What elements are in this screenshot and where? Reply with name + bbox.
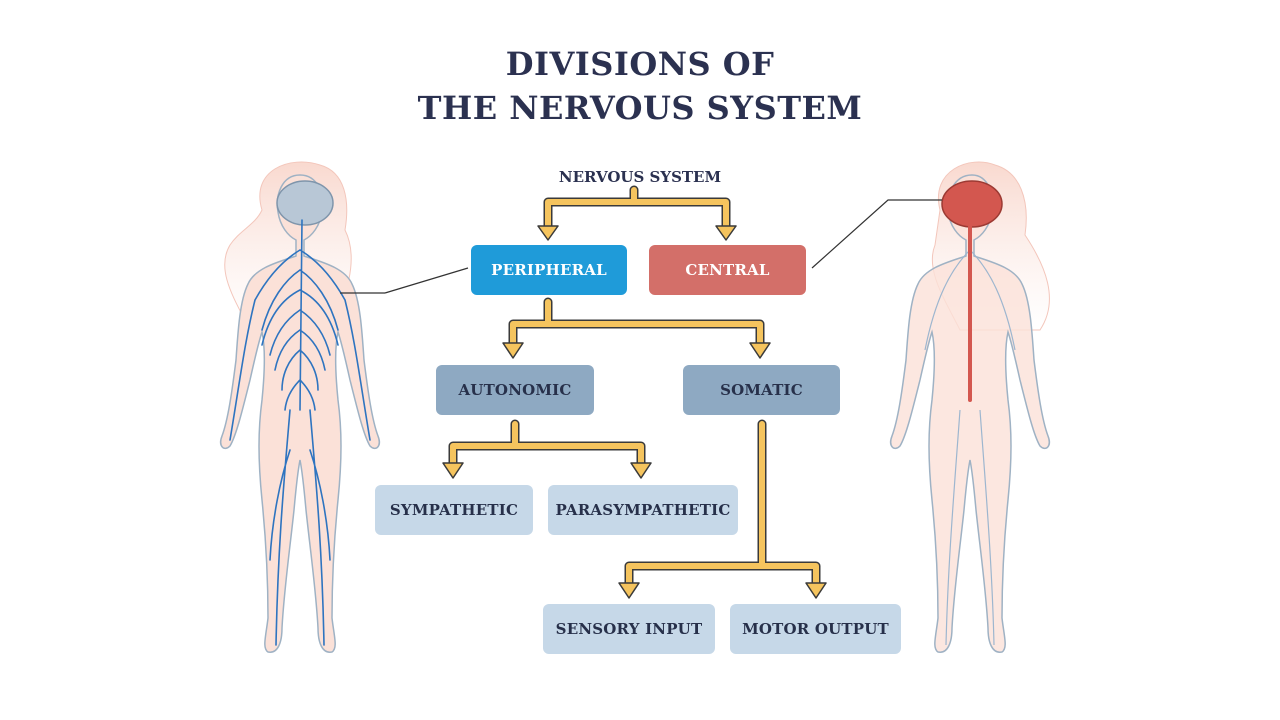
right-body-outline [889, 174, 1051, 653]
arrow-root-split [537, 185, 737, 241]
right-pointer-line [811, 199, 942, 269]
autonomic-box: AUTONOMIC [436, 365, 594, 415]
motor-output-box: MOTOR OUTPUT [730, 604, 901, 654]
left-brain-shape [276, 180, 334, 226]
parasympathetic-label: PARASYMPATHETIC [555, 501, 731, 519]
right-faint-nerves [924, 249, 1016, 646]
left-pointer-line-2 [384, 267, 469, 294]
diagram-title: DIVISIONS OF THE NERVOUS SYSTEM [0, 42, 1280, 130]
arrow-autonomic-split [442, 419, 652, 479]
peripheral-box: PERIPHERAL [471, 245, 627, 295]
left-nerves [229, 219, 371, 646]
central-label: CENTRAL [685, 261, 770, 279]
sympathetic-label: SYMPATHETIC [389, 501, 519, 519]
nervous-system-label: NERVOUS SYSTEM [558, 168, 722, 186]
arrow-peripheral-split [502, 297, 771, 359]
sympathetic-box: SYMPATHETIC [375, 485, 533, 535]
arrow-somatic-split [618, 419, 827, 599]
somatic-label: SOMATIC [720, 381, 803, 399]
somatic-box: SOMATIC [683, 365, 840, 415]
sensory-input-box: SENSORY INPUT [543, 604, 715, 654]
title-line-1: DIVISIONS OF [505, 45, 775, 83]
parasympathetic-box: PARASYMPATHETIC [548, 485, 738, 535]
sensory-input-label: SENSORY INPUT [555, 620, 703, 638]
central-box: CENTRAL [649, 245, 806, 295]
motor-output-label: MOTOR OUTPUT [742, 620, 889, 638]
autonomic-label: AUTONOMIC [458, 381, 572, 399]
peripheral-label: PERIPHERAL [491, 261, 607, 279]
left-body-outline [219, 174, 381, 653]
left-body-figure [219, 161, 469, 653]
connector-arrows [442, 185, 827, 599]
right-brain-shape [941, 180, 1003, 228]
title-line-2: THE NERVOUS SYSTEM [417, 89, 863, 127]
right-body-figure [811, 161, 1051, 653]
